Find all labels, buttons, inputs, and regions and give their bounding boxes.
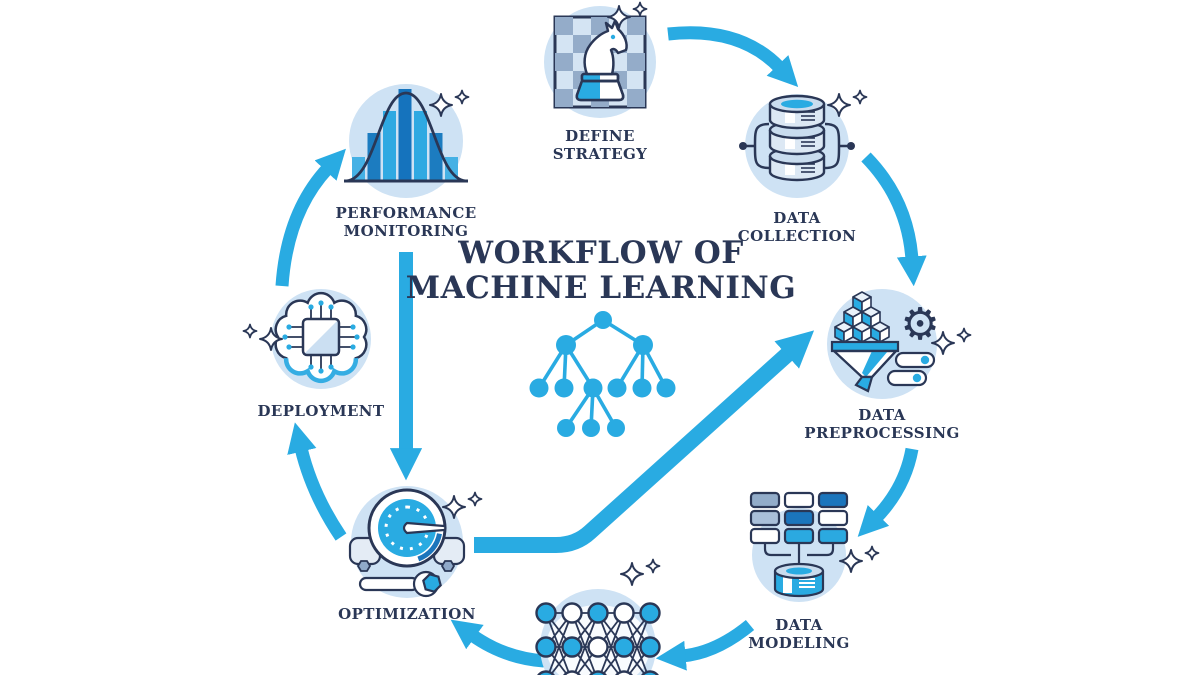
node-define-strategy: DEFINE STRATEGY (510, 0, 690, 163)
database-stack-icon (739, 94, 855, 198)
gear-icon: ⚙ (900, 299, 939, 350)
decision-tree-icon (529, 311, 676, 437)
label-data-preprocessing: DATA PREPROCESSING (804, 406, 960, 442)
label-deployment: DEPLOYMENT (257, 402, 385, 420)
node-data-preprocessing: ⚙ DATA PREPROCESSING (787, 285, 977, 442)
chess-knight-icon (544, 6, 656, 118)
diagram-title: WORKFLOW OF MACHINE LEARNING (390, 236, 812, 306)
label-performance-monitoring: PERFORMANCE MONITORING (335, 204, 477, 240)
histogram-bell-curve-icon (344, 84, 468, 198)
label-data-collection: DATA COLLECTION (737, 209, 857, 245)
node-neural-network (520, 585, 676, 675)
funnel-cubes-gear-icon: ⚙ (827, 289, 940, 399)
node-deployment: DEPLOYMENT (232, 283, 410, 421)
node-optimization: OPTIMIZATION (317, 482, 497, 624)
neural-network-icon (535, 589, 661, 675)
title-line-1: WORKFLOW OF (458, 235, 744, 271)
node-performance-monitoring: PERFORMANCE MONITORING (311, 81, 501, 240)
flowchart-database-icon (749, 491, 849, 602)
label-data-modeling: DATA MODELING (748, 616, 850, 652)
node-data-collection: DATA COLLECTION (707, 88, 887, 245)
label-optimization: OPTIMIZATION (338, 605, 476, 623)
title-line-2: MACHINE LEARNING (405, 270, 797, 306)
node-data-modeling: DATA MODELING (709, 487, 889, 652)
brain-chip-icon (271, 289, 371, 389)
gauge-wrench-icon (348, 486, 466, 598)
label-define-strategy: DEFINE STRATEGY (552, 127, 648, 163)
